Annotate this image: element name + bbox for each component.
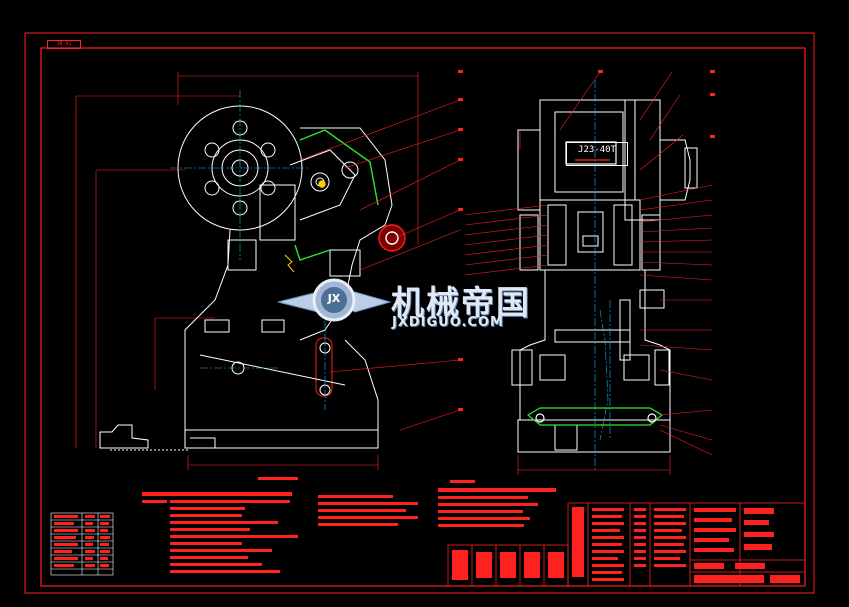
watermark-logo-graphic [277, 278, 392, 322]
watermark-logo-letters: JX [327, 292, 341, 305]
watermark-cn-text: 机械帝国 [391, 283, 531, 322]
watermark: JX 机械帝国 JXDIGUO.COM [278, 270, 578, 340]
side-view-leaders [299, 99, 461, 431]
front-view-dimensions [517, 455, 671, 475]
side-view-highlights [284, 129, 406, 273]
technical-notes [142, 477, 556, 573]
side-view-centerlines [170, 90, 326, 410]
front-view-leaders [464, 71, 713, 456]
front-view-centerlines [594, 80, 611, 470]
parameter-table [50, 512, 114, 576]
parameter-table-text [54, 515, 110, 567]
callout-marks [458, 70, 715, 411]
sheet-frame [24, 32, 815, 594]
title-block [447, 502, 806, 587]
model-label: J23-40T [566, 142, 628, 166]
title-block-text [452, 507, 800, 583]
side-view-dimensions [75, 72, 419, 470]
watermark-en-text: JXDIGUO.COM [392, 315, 504, 330]
sheet-tag: JB-01 [47, 40, 81, 49]
